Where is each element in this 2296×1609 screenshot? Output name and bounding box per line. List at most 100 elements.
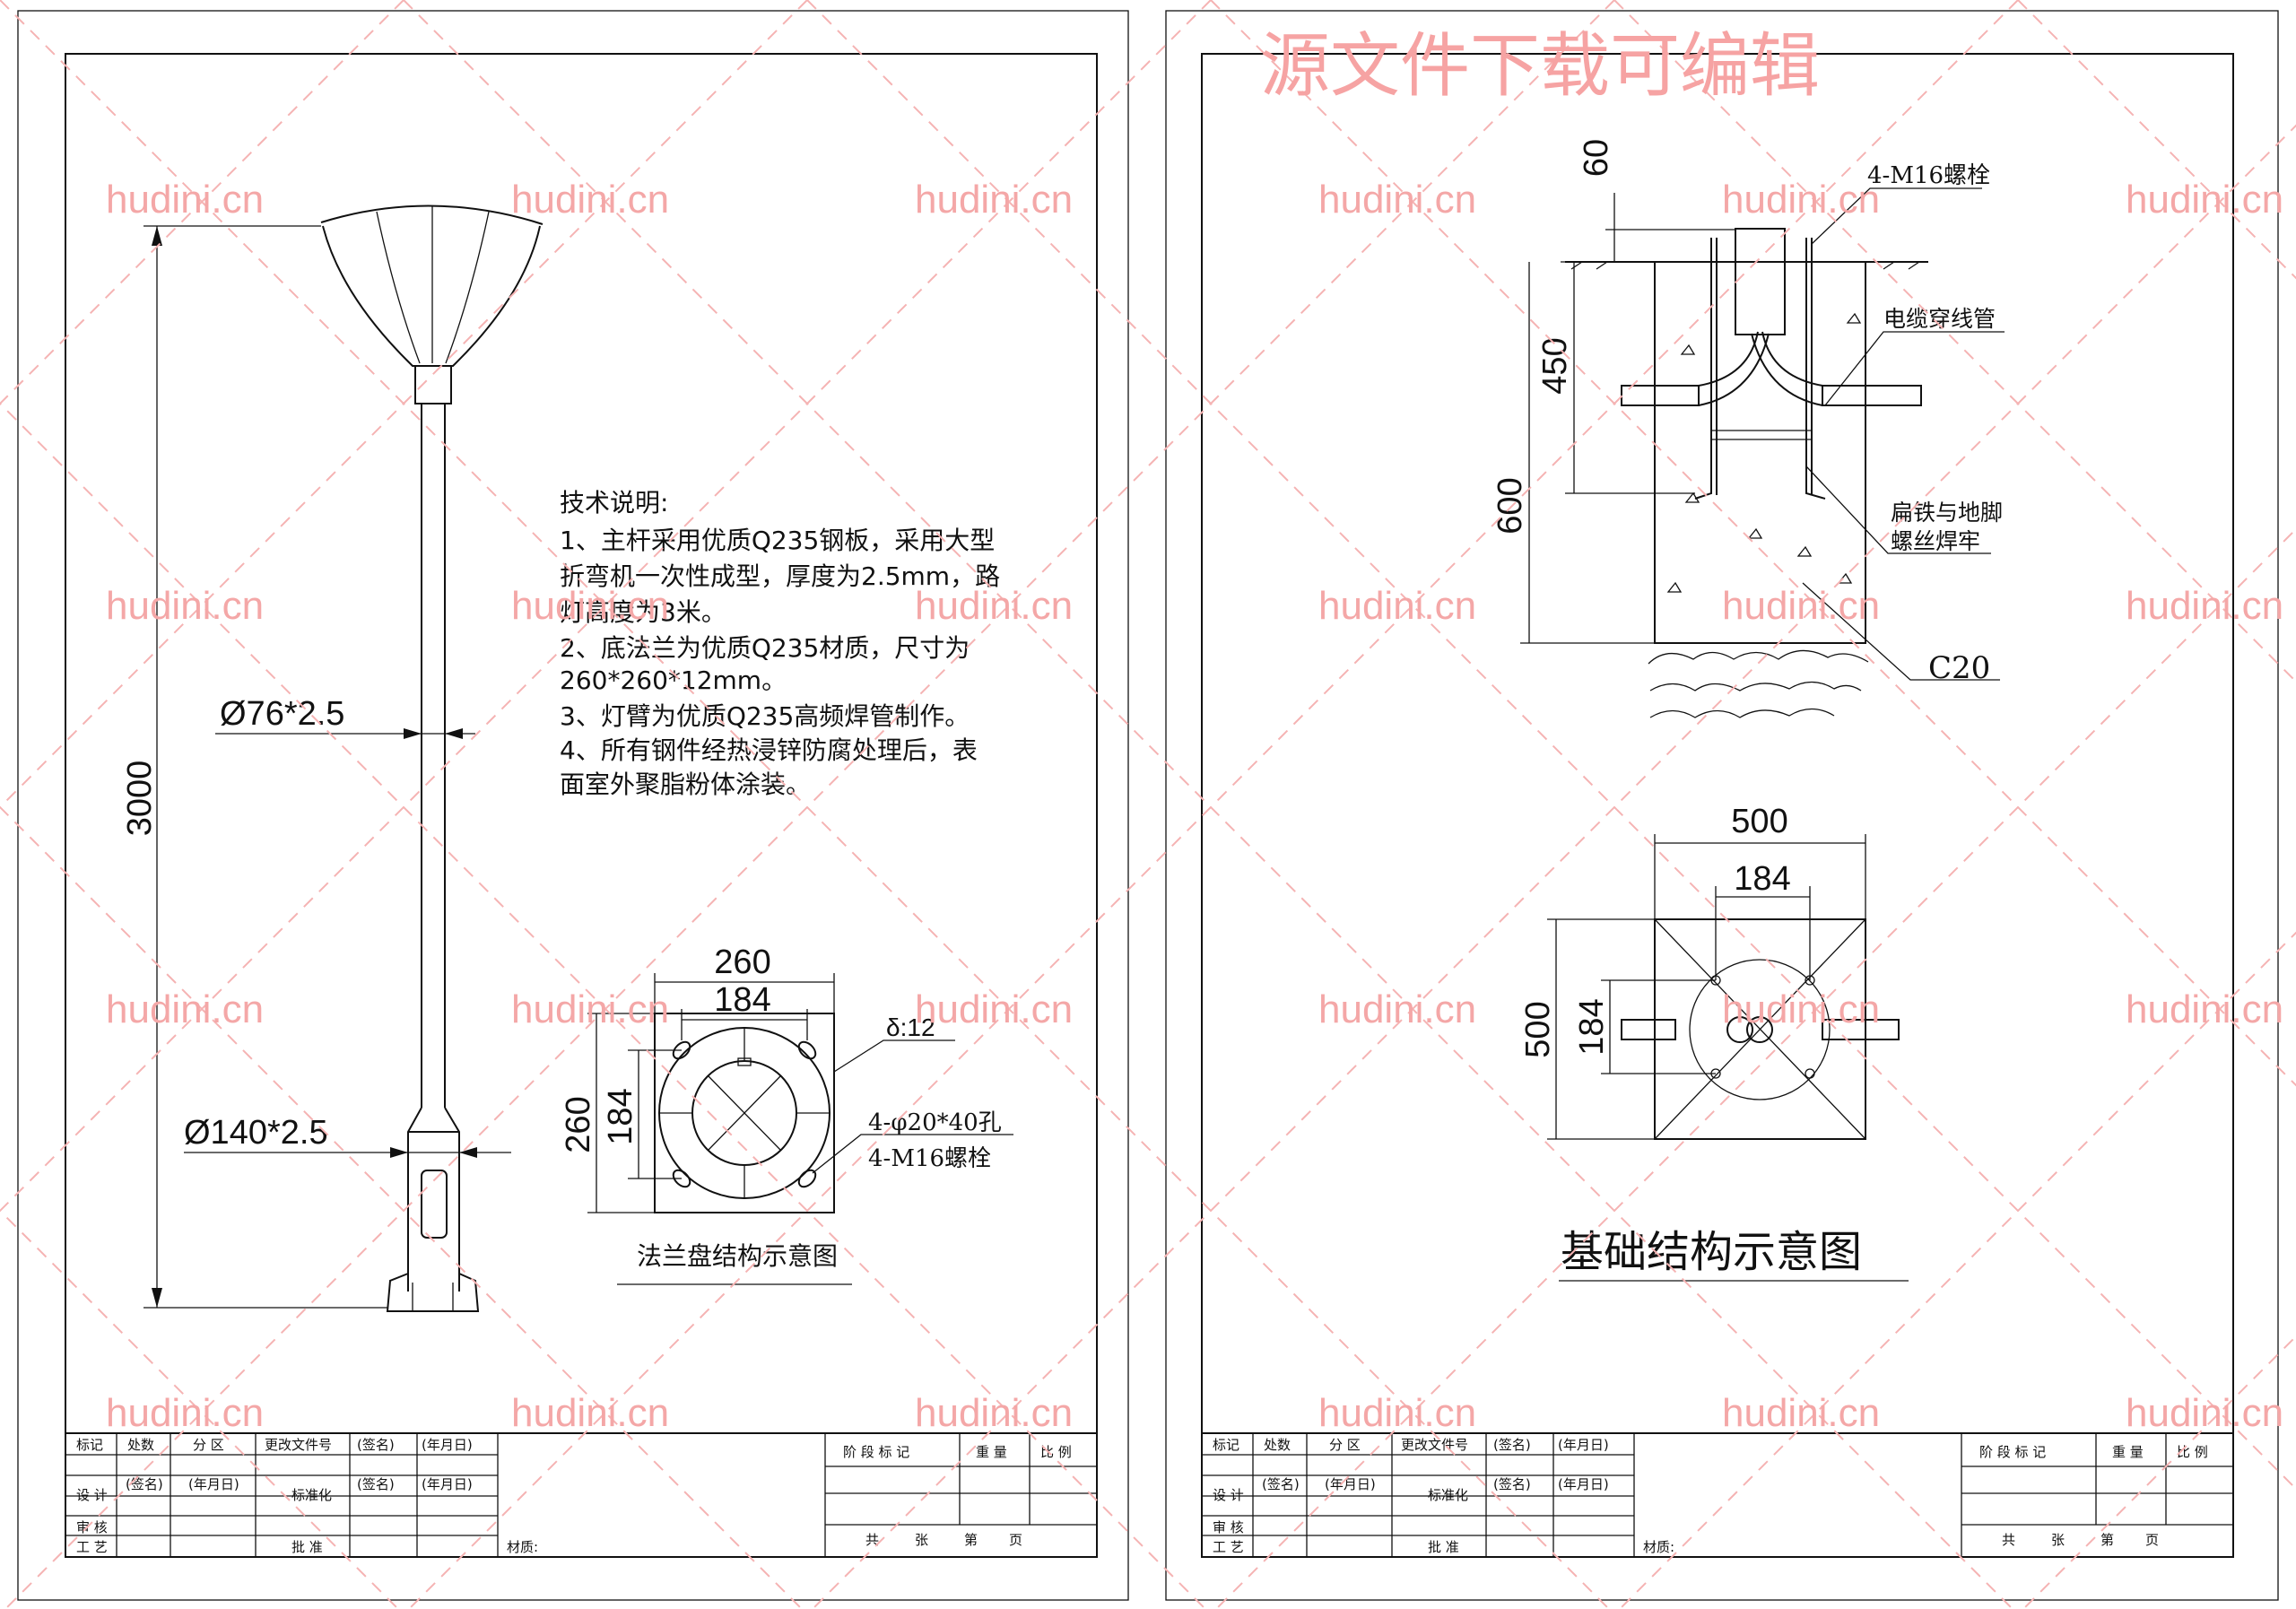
- tb-change-doc: 更改文件号: [265, 1437, 332, 1453]
- anchor-bolts-label: 4-M16螺栓: [1867, 162, 1990, 189]
- tb-approve: 批 准: [1428, 1539, 1459, 1555]
- tb-count: 处数: [1264, 1437, 1291, 1453]
- weld-note-line-1: 扁铁与地脚: [1891, 500, 2003, 526]
- tb-stage-mark: 阶 段 标 记: [843, 1444, 909, 1460]
- base-diameter-label: Ø140*2.5: [184, 1114, 328, 1152]
- flange-holes-label: 4-φ20*40孔: [868, 1109, 1002, 1136]
- watermark-site: hudini.cn: [106, 987, 264, 1031]
- tb-approve: 批 准: [291, 1539, 323, 1555]
- flange-drawing: 260 184 260 184 δ:12 4-φ20*40孔 4-M16螺栓 法…: [560, 944, 1013, 1285]
- tech-note-line: 面室外聚脂粉体涂装。: [560, 770, 811, 799]
- tb-date: (年月日): [422, 1476, 473, 1492]
- watermark-site: hudini.cn: [106, 178, 264, 222]
- tb-sheets: 张: [915, 1532, 928, 1548]
- watermark-site: hudini.cn: [915, 584, 1073, 628]
- tb-material: 材质:: [507, 1539, 538, 1555]
- flange-outer-height: 260: [560, 1096, 597, 1152]
- flange-thickness-label: δ:12: [886, 1013, 935, 1041]
- tb-pages: 页: [1009, 1532, 1022, 1548]
- tb-zone: 分 区: [1329, 1437, 1361, 1453]
- tb-sign: (签名): [1262, 1476, 1300, 1492]
- watermark-texts: hudini.cn hudini.cn hudini.cn hudini.cn hudi…: [106, 178, 2283, 1435]
- tb-design: 设 计: [76, 1487, 108, 1503]
- tb-total: 共: [865, 1532, 879, 1548]
- flange-inner-width: 184: [714, 981, 770, 1019]
- tb-page: 第: [2100, 1532, 2114, 1548]
- tb-material: 材质:: [1643, 1539, 1674, 1555]
- foundation-plan: 500 184 500 184: [1519, 803, 1900, 1140]
- watermark-site: hudini.cn: [915, 987, 1073, 1031]
- tb-sign: (签名): [1493, 1437, 1531, 1453]
- tb-total: 共: [2002, 1532, 2015, 1548]
- tb-sign: (签名): [357, 1437, 395, 1453]
- tb-weight: 重 量: [976, 1444, 1007, 1460]
- tb-change-doc: 更改文件号: [1401, 1437, 1468, 1453]
- tb-process: 工 艺: [76, 1539, 108, 1555]
- watermark-site: hudini.cn: [1722, 178, 1880, 222]
- tb-date: (年月日): [422, 1437, 473, 1453]
- watermark-site: hudini.cn: [106, 584, 264, 628]
- plan-inner-depth-label: 184: [1573, 998, 1611, 1055]
- tb-date: (年月日): [188, 1476, 239, 1492]
- foundation-caption: 基础结构示意图: [1561, 1227, 1862, 1277]
- tb-process: 工 艺: [1213, 1539, 1244, 1555]
- tb-date: (年月日): [1558, 1476, 1609, 1492]
- tb-review: 审 核: [1213, 1519, 1244, 1535]
- tb-date: (年月日): [1325, 1476, 1376, 1492]
- watermark-site: hudini.cn: [511, 1391, 669, 1435]
- tb-mark: 标记: [1213, 1437, 1239, 1453]
- tb-sheets: 张: [2051, 1532, 2065, 1548]
- tech-note-line: 1、主杆采用优质Q235钢板，采用大型: [560, 526, 995, 555]
- watermark-site: hudini.cn: [1722, 1391, 1880, 1435]
- watermark-site: hudini.cn: [1722, 584, 1880, 628]
- flange-inner-height: 184: [602, 1088, 639, 1144]
- flange-caption: 法兰盘结构示意图: [637, 1241, 838, 1271]
- tech-note-line: 3、灯臂为优质Q235高频焊管制作。: [560, 701, 970, 731]
- upper-diameter-label: Ø76*2.5: [220, 695, 344, 733]
- watermark-site: hudini.cn: [915, 178, 1073, 222]
- watermark-site: hudini.cn: [915, 1391, 1073, 1435]
- tb-page: 第: [964, 1532, 978, 1548]
- tb-scale: 比 例: [1040, 1444, 1072, 1460]
- tb-zone: 分 区: [193, 1437, 224, 1453]
- tech-notes: 技术说明: 1、主杆采用优质Q235钢板，采用大型 折弯机一次性成型，厚度为2.…: [560, 488, 1000, 799]
- tech-notes-heading: 技术说明:: [560, 488, 668, 517]
- plan-inner-width-label: 184: [1734, 860, 1790, 898]
- tech-note-line: 灯高度为3米。: [560, 597, 726, 627]
- watermark-site: hudini.cn: [1318, 987, 1476, 1031]
- watermark-site: hudini.cn: [1318, 1391, 1476, 1435]
- watermark-site: hudini.cn: [2126, 1391, 2283, 1435]
- tech-note-line: 折弯机一次性成型，厚度为2.5mm，路: [560, 561, 1000, 591]
- plan-depth-label: 500: [1519, 1001, 1557, 1057]
- foundation-dim-60: 60: [1578, 139, 1615, 177]
- watermark-site: hudini.cn: [106, 1391, 264, 1435]
- tb-mark: 标记: [76, 1437, 103, 1453]
- tech-note-line: 4、所有钢件经热浸锌防腐处理后，表: [560, 735, 978, 765]
- pole-drawing: 3000 Ø76*2.5 Ø140*2.5: [121, 204, 544, 1312]
- tb-sign: (签名): [357, 1476, 395, 1492]
- conduit-label: 电缆穿线管: [1883, 306, 1996, 332]
- foundation-dim-450: 450: [1536, 337, 1574, 394]
- weld-note-line-2: 螺丝焊牢: [1891, 528, 1980, 554]
- tb-sign: (签名): [1493, 1476, 1531, 1492]
- tb-date: (年月日): [1558, 1437, 1609, 1453]
- foundation-dim-600: 600: [1492, 477, 1529, 534]
- tb-design: 设 计: [1213, 1487, 1244, 1503]
- tb-weight: 重 量: [2112, 1444, 2144, 1460]
- plan-width-label: 500: [1731, 803, 1787, 840]
- watermark-site: hudini.cn: [2126, 178, 2283, 222]
- flange-outer-width: 260: [714, 944, 770, 981]
- watermark-banner: 源文件下载可编辑: [1260, 26, 1820, 107]
- watermark-site: hudini.cn: [511, 178, 669, 222]
- watermark-site: hudini.cn: [2126, 987, 2283, 1031]
- watermark-site: hudini.cn: [1318, 584, 1476, 628]
- pole-height-label: 3000: [121, 761, 159, 837]
- title-block-left: 标记 处数 分 区 更改文件号 (签名) (年月日) (签名) (年月日) (签…: [65, 1432, 1098, 1558]
- foundation-section: 60 450 600 4-M16螺栓 电缆穿线管 扁铁与地脚 螺丝焊牢 C20: [1492, 139, 2005, 718]
- watermark-site: hudini.cn: [511, 584, 669, 628]
- tech-note-line: 2、底法兰为优质Q235材质，尺寸为: [560, 633, 970, 663]
- concrete-grade-label: C20: [1928, 650, 1990, 686]
- watermark-site: hudini.cn: [1722, 987, 1880, 1031]
